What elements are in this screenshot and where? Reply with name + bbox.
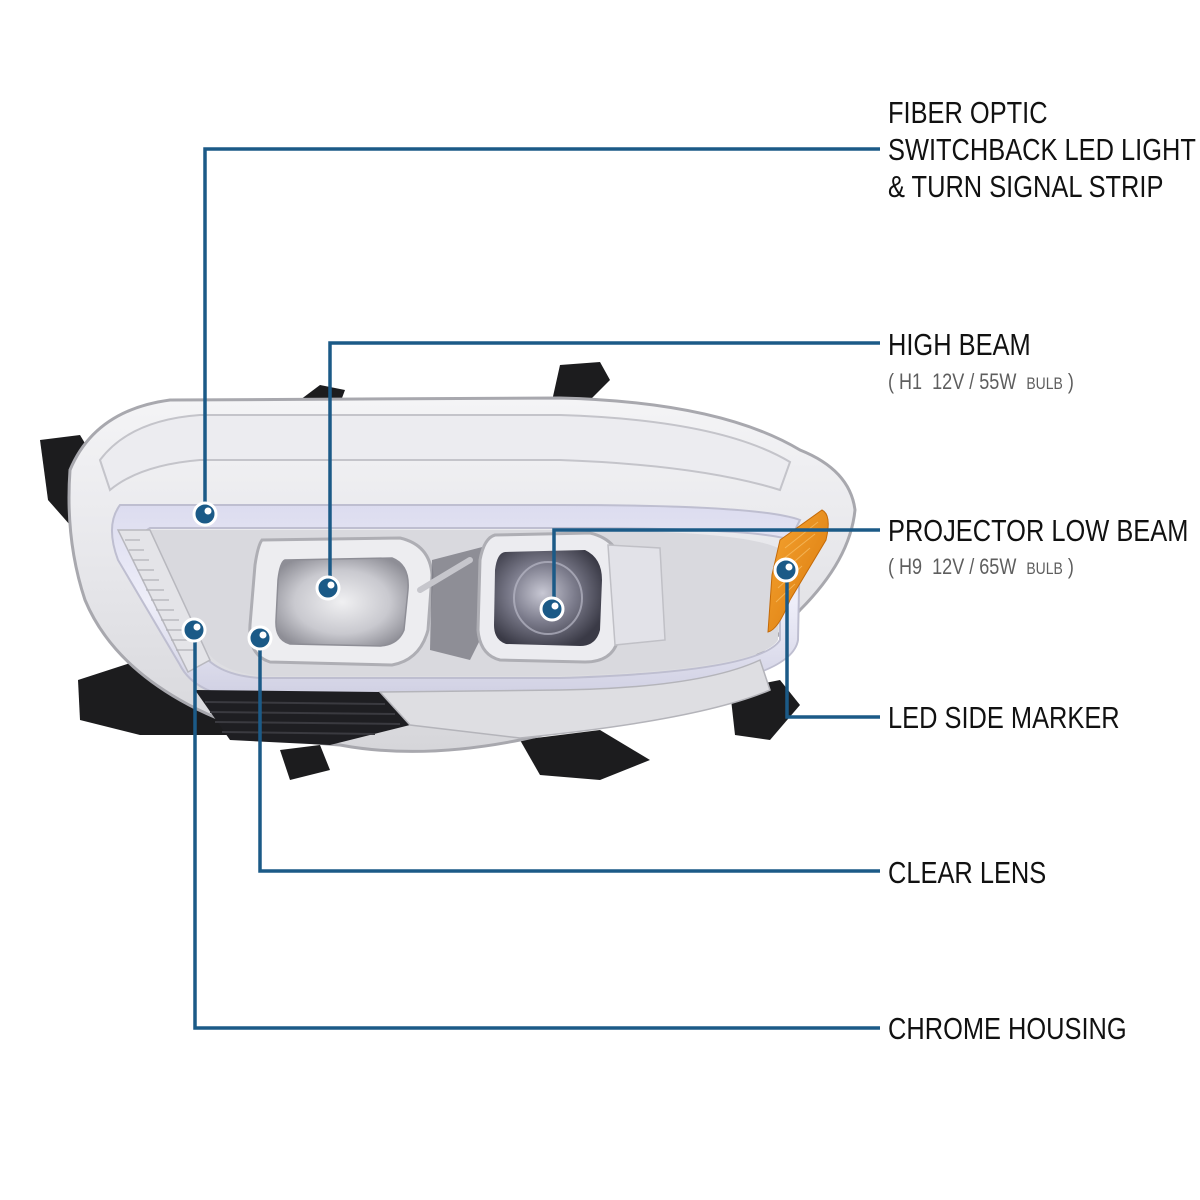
label-line: CHROME HOUSING (888, 1011, 1127, 1046)
label-line: FIBER OPTIC (888, 95, 1048, 130)
label-fiber-optic: FIBER OPTIC SWITCHBACK LED LIGHT & TURN … (888, 94, 1196, 205)
callout-dot-clear-lens (247, 625, 273, 651)
subtitle-projector-low-beam: ( H9 12V / 65W BULB ) (888, 555, 1074, 581)
callout-dot-chrome-housing (181, 617, 207, 643)
label-projector-low-beam: PROJECTOR LOW BEAM (888, 512, 1188, 549)
paren-close: ) (1067, 369, 1074, 394)
bulb-type: H1 (899, 369, 923, 394)
callout-line-high-beam (328, 341, 880, 586)
callout-dot-projector-low-beam (539, 596, 565, 622)
callout-line-led-side-marker (785, 570, 880, 719)
callout-line-fiber-optic (203, 147, 880, 513)
callout-line-chrome-housing (193, 631, 880, 1030)
callout-dot-fiber-optic (192, 501, 218, 527)
callout-dot-high-beam (315, 575, 341, 601)
label-high-beam: HIGH BEAM (888, 326, 1031, 363)
label-line: LED SIDE MARKER (888, 700, 1120, 735)
paren-open: ( (888, 554, 895, 579)
bulb-word: BULB (1026, 374, 1063, 393)
paren-open: ( (888, 369, 895, 394)
callout-line-projector-low-beam (552, 528, 880, 608)
label-chrome-housing: CHROME HOUSING (888, 1010, 1127, 1047)
label-clear-lens: CLEAR LENS (888, 854, 1046, 891)
label-line: & TURN SIGNAL STRIP (888, 169, 1164, 204)
label-line: PROJECTOR LOW BEAM (888, 513, 1189, 548)
label-line: HIGH BEAM (888, 327, 1031, 362)
label-line: SWITCHBACK LED LIGHT (888, 132, 1196, 167)
callout-dot-led-side-marker (773, 557, 799, 583)
bulb-word: BULB (1026, 559, 1063, 578)
label-led-side-marker: LED SIDE MARKER (888, 699, 1120, 736)
paren-close: ) (1067, 554, 1074, 579)
callout-line-clear-lens (258, 638, 880, 873)
bulb-type: H9 (899, 554, 923, 579)
bulb-spec: 12V / 55W (932, 369, 1017, 394)
label-line: CLEAR LENS (888, 855, 1047, 890)
bulb-spec: 12V / 65W (932, 554, 1017, 579)
subtitle-high-beam: ( H1 12V / 55W BULB ) (888, 370, 1074, 396)
